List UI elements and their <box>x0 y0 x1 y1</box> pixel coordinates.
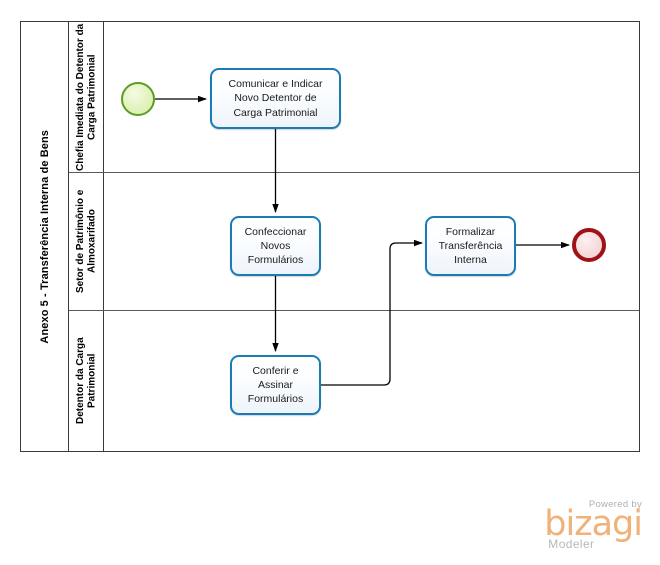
end-event[interactable] <box>572 228 606 262</box>
watermark-brand: bizagi <box>544 503 643 544</box>
task-comunicar[interactable]: Comunicar e Indicar Novo Detentor de Car… <box>210 68 341 129</box>
pool-title-label: Anexo 5 - Transferência Interna de Bens <box>38 129 51 344</box>
lane-separator-1 <box>69 172 639 173</box>
task-confeccionar-label: Confeccionar Novos Formulários <box>244 225 307 267</box>
lane-header-chefia: Chefia Imediata do Detentor da Carga Pat… <box>69 22 104 172</box>
lane-header-setor: Setor de Patrimônio e Almoxarifado <box>69 172 104 310</box>
lane-separator-2 <box>69 310 639 311</box>
task-formalizar[interactable]: Formalizar Transferência Interna <box>425 216 516 276</box>
task-comunicar-label: Comunicar e Indicar Novo Detentor de Car… <box>228 78 323 119</box>
task-confeccionar[interactable]: Confeccionar Novos Formulários <box>230 216 321 276</box>
lane-header-detentor: Detentor da Carga Patrimonial <box>69 310 104 451</box>
lane-header-chefia-label: Chefia Imediata do Detentor da Carga Pat… <box>74 23 98 171</box>
watermark-powered-by: Powered by <box>588 498 642 510</box>
pool-title: Anexo 5 - Transferência Interna de Bens <box>21 22 69 451</box>
task-conferir[interactable]: Conferir e Assinar Formulários <box>230 355 321 415</box>
lane-header-setor-label: Setor de Patrimônio e Almoxarifado <box>74 189 98 293</box>
task-conferir-label: Conferir e Assinar Formulários <box>247 364 304 406</box>
start-event[interactable] <box>121 82 155 116</box>
watermark-product: Modeler <box>548 537 595 551</box>
bizagi-watermark: Powered by bizagi Modeler <box>544 498 643 551</box>
task-formalizar-label: Formalizar Transferência Interna <box>438 225 503 267</box>
lane-label-column: Chefia Imediata do Detentor da Carga Pat… <box>69 22 104 451</box>
lane-header-detentor-label: Detentor da Carga Patrimonial <box>74 337 98 424</box>
